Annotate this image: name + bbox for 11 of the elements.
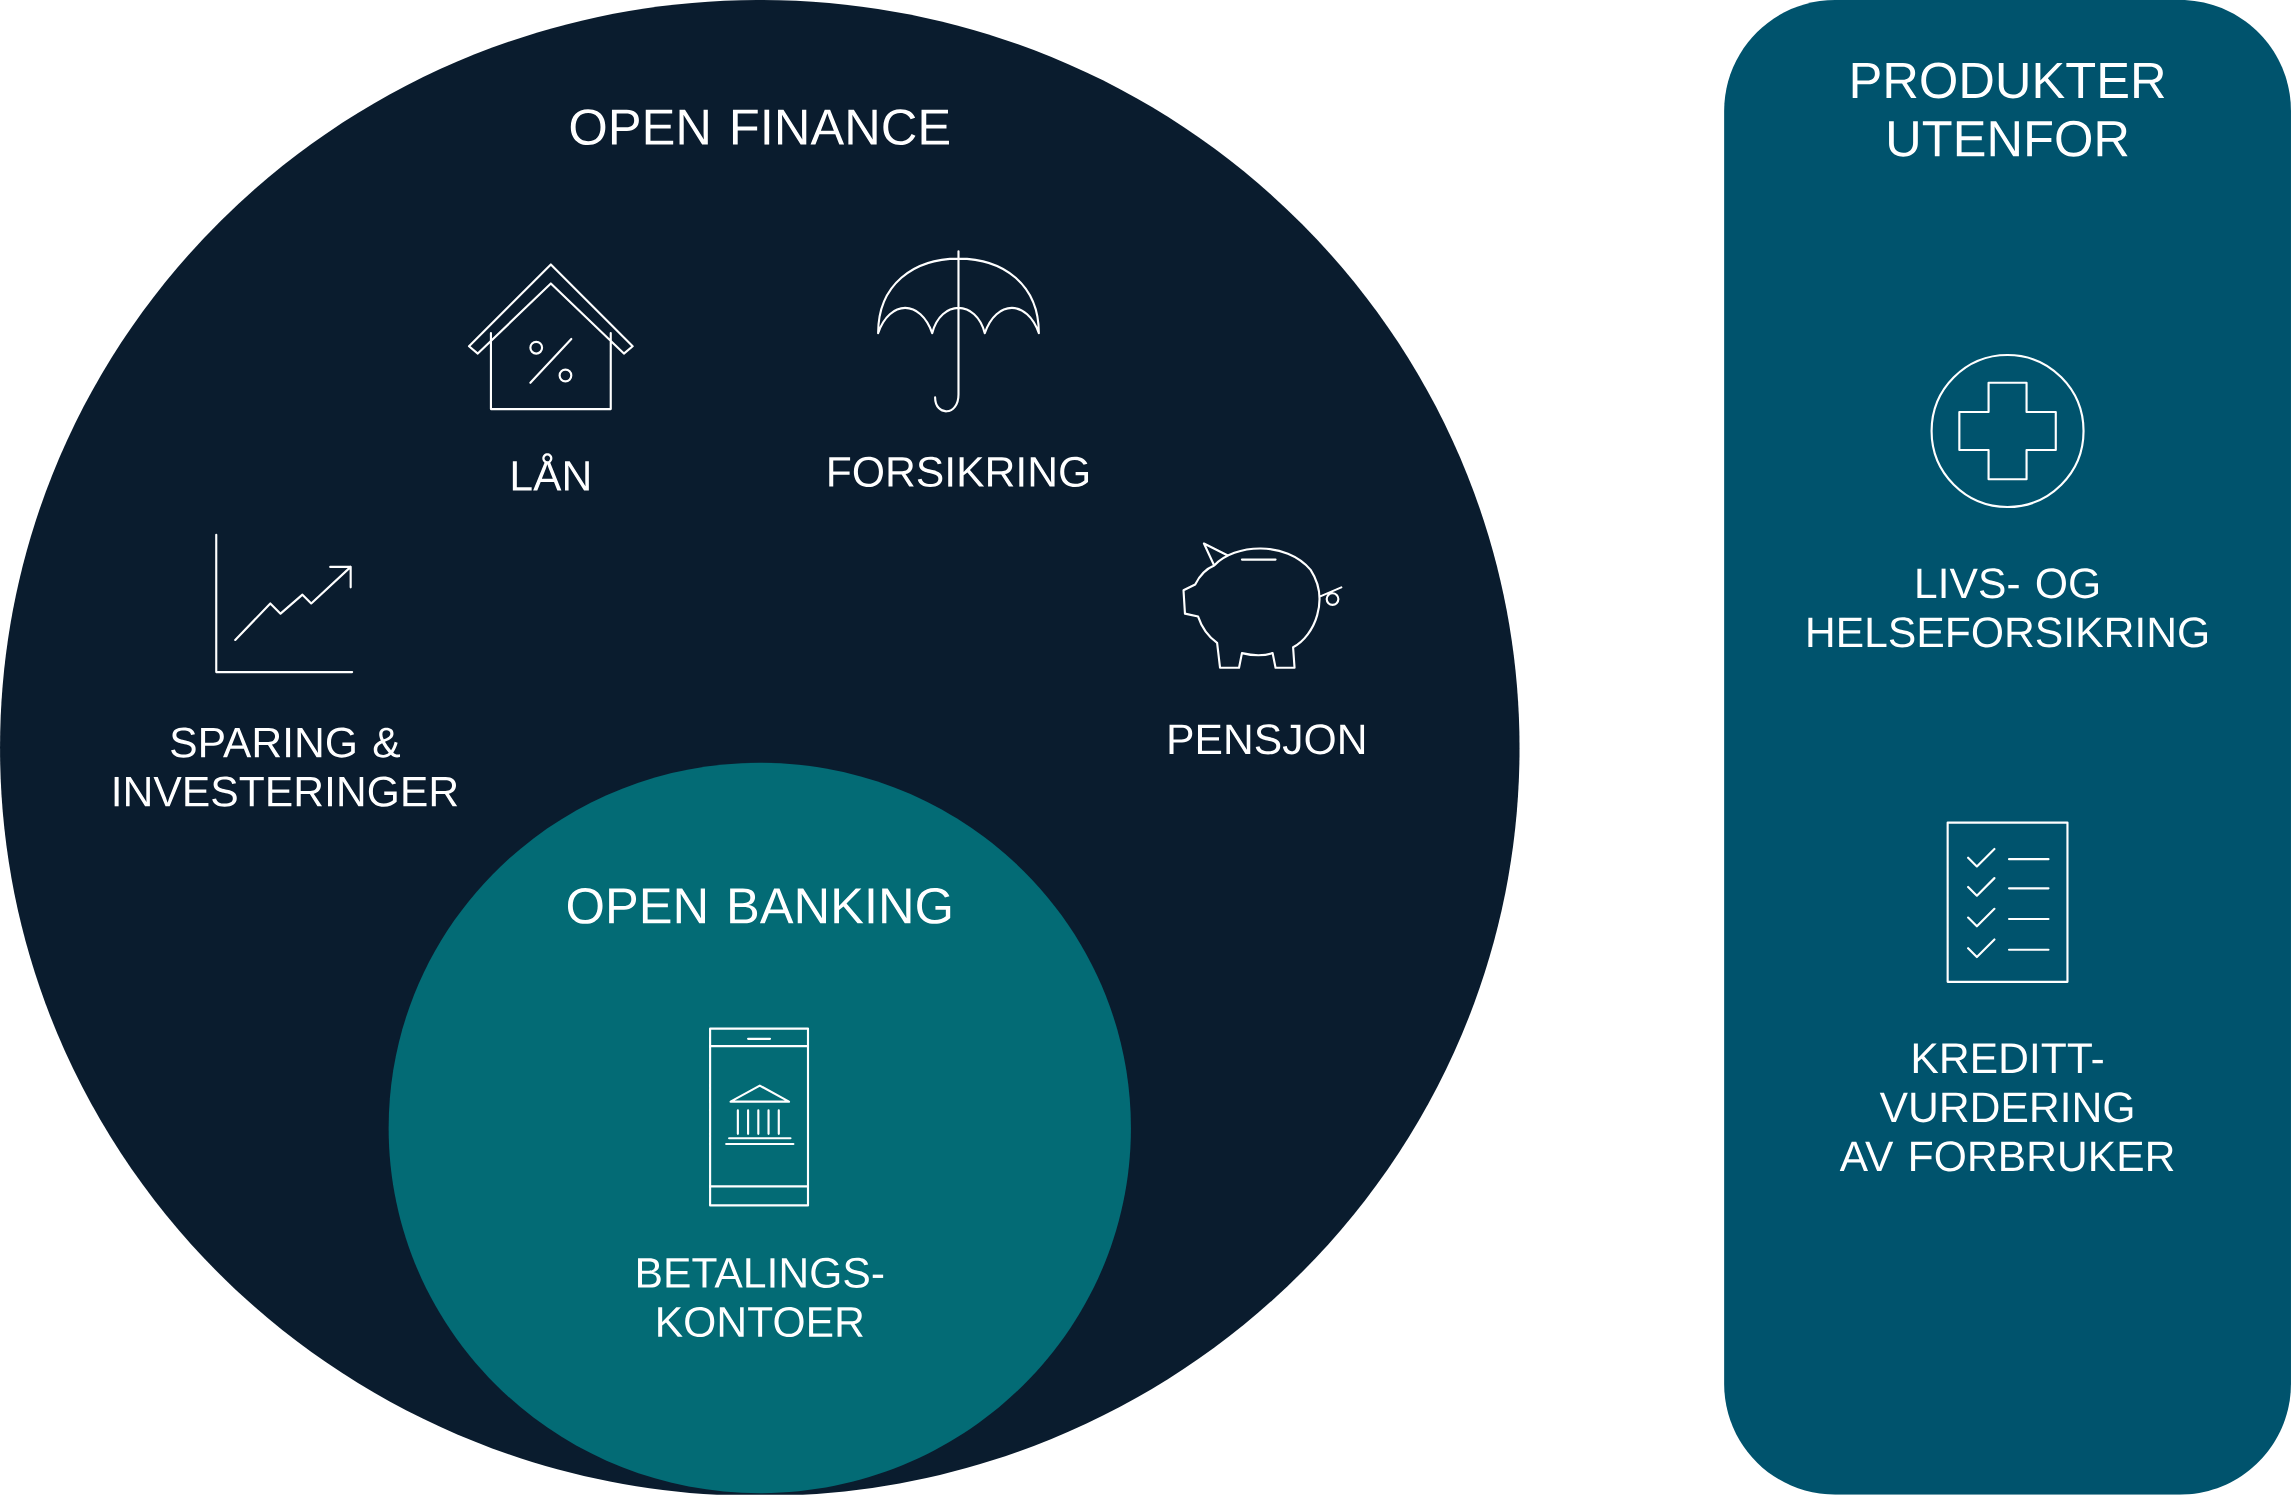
- category-label: LÅN: [512, 453, 589, 491]
- category-label: KREDITT- VURDERING AV FORBRUKER: [1839, 1043, 2174, 1172]
- category-label: BETALINGS- KONTOER: [638, 1258, 884, 1338]
- heading: OPEN FINANCE: [570, 109, 949, 146]
- heading: PRODUKTER UTENFOR: [1852, 62, 2165, 157]
- category-label: PENSJON: [1169, 724, 1365, 755]
- heading: OPEN BANKING: [567, 888, 951, 924]
- rounded-panel: [1724, 0, 2291, 1495]
- category-label: FORSIKRING: [829, 457, 1088, 488]
- category-label: LIVS- OG HELSEFORSIKRING: [1808, 568, 2208, 648]
- category-label: SPARING & INVESTERINGER: [114, 727, 458, 807]
